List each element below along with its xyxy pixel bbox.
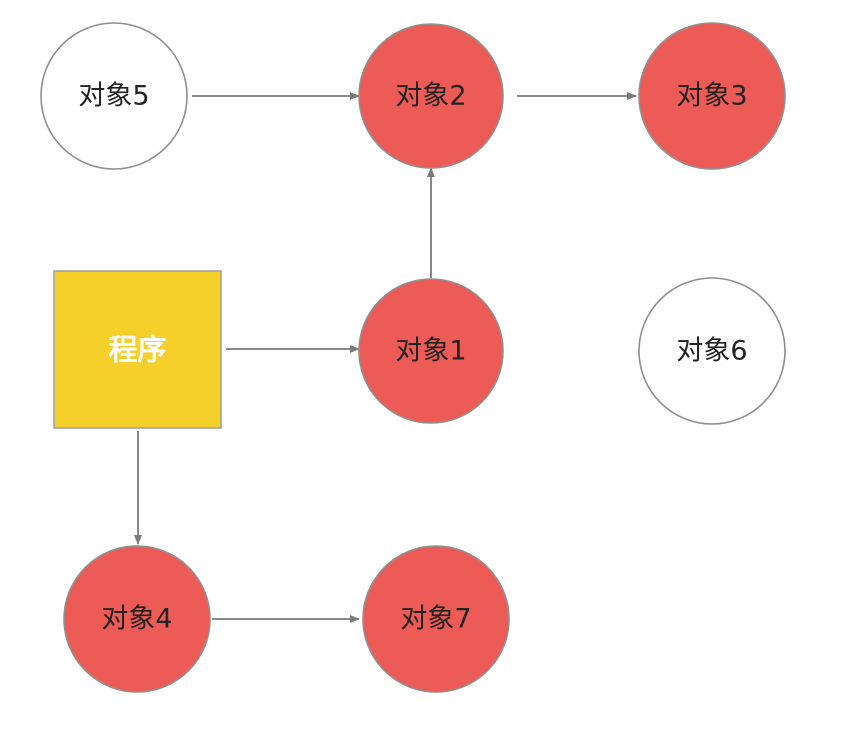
object-1-circle — [358, 278, 504, 424]
object-6-circle — [638, 277, 786, 425]
object-node-1: 对象1 — [358, 278, 504, 424]
edges — [134, 92, 637, 623]
program-label: 程序 — [108, 333, 166, 367]
object-2-circle — [358, 23, 504, 169]
object-2-label: 对象2 — [395, 81, 466, 112]
object-7-circle — [362, 545, 510, 693]
object-7-label: 对象7 — [400, 604, 471, 635]
program-root-node: 程序 — [53, 270, 222, 429]
object-3-label: 对象3 — [676, 81, 747, 112]
object-node-2: 对象2 — [358, 23, 504, 169]
object-node-6: 对象6 — [638, 277, 786, 425]
object-nodes: 对象1 对象2 对象3 对象4 对象5 对象6 对象7 — [40, 22, 786, 693]
object-5-circle — [40, 22, 188, 170]
object-5-label: 对象5 — [78, 81, 149, 112]
object-3-circle — [638, 22, 786, 170]
object-4-label: 对象4 — [101, 604, 172, 635]
object-node-4: 对象4 — [63, 545, 211, 693]
object-1-label: 对象1 — [395, 336, 466, 367]
object-4-circle — [63, 545, 211, 693]
object-node-5: 对象5 — [40, 22, 188, 170]
object-node-7: 对象7 — [362, 545, 510, 693]
object-node-3: 对象3 — [638, 22, 786, 170]
object-6-label: 对象6 — [676, 336, 747, 367]
program-box — [53, 270, 222, 429]
